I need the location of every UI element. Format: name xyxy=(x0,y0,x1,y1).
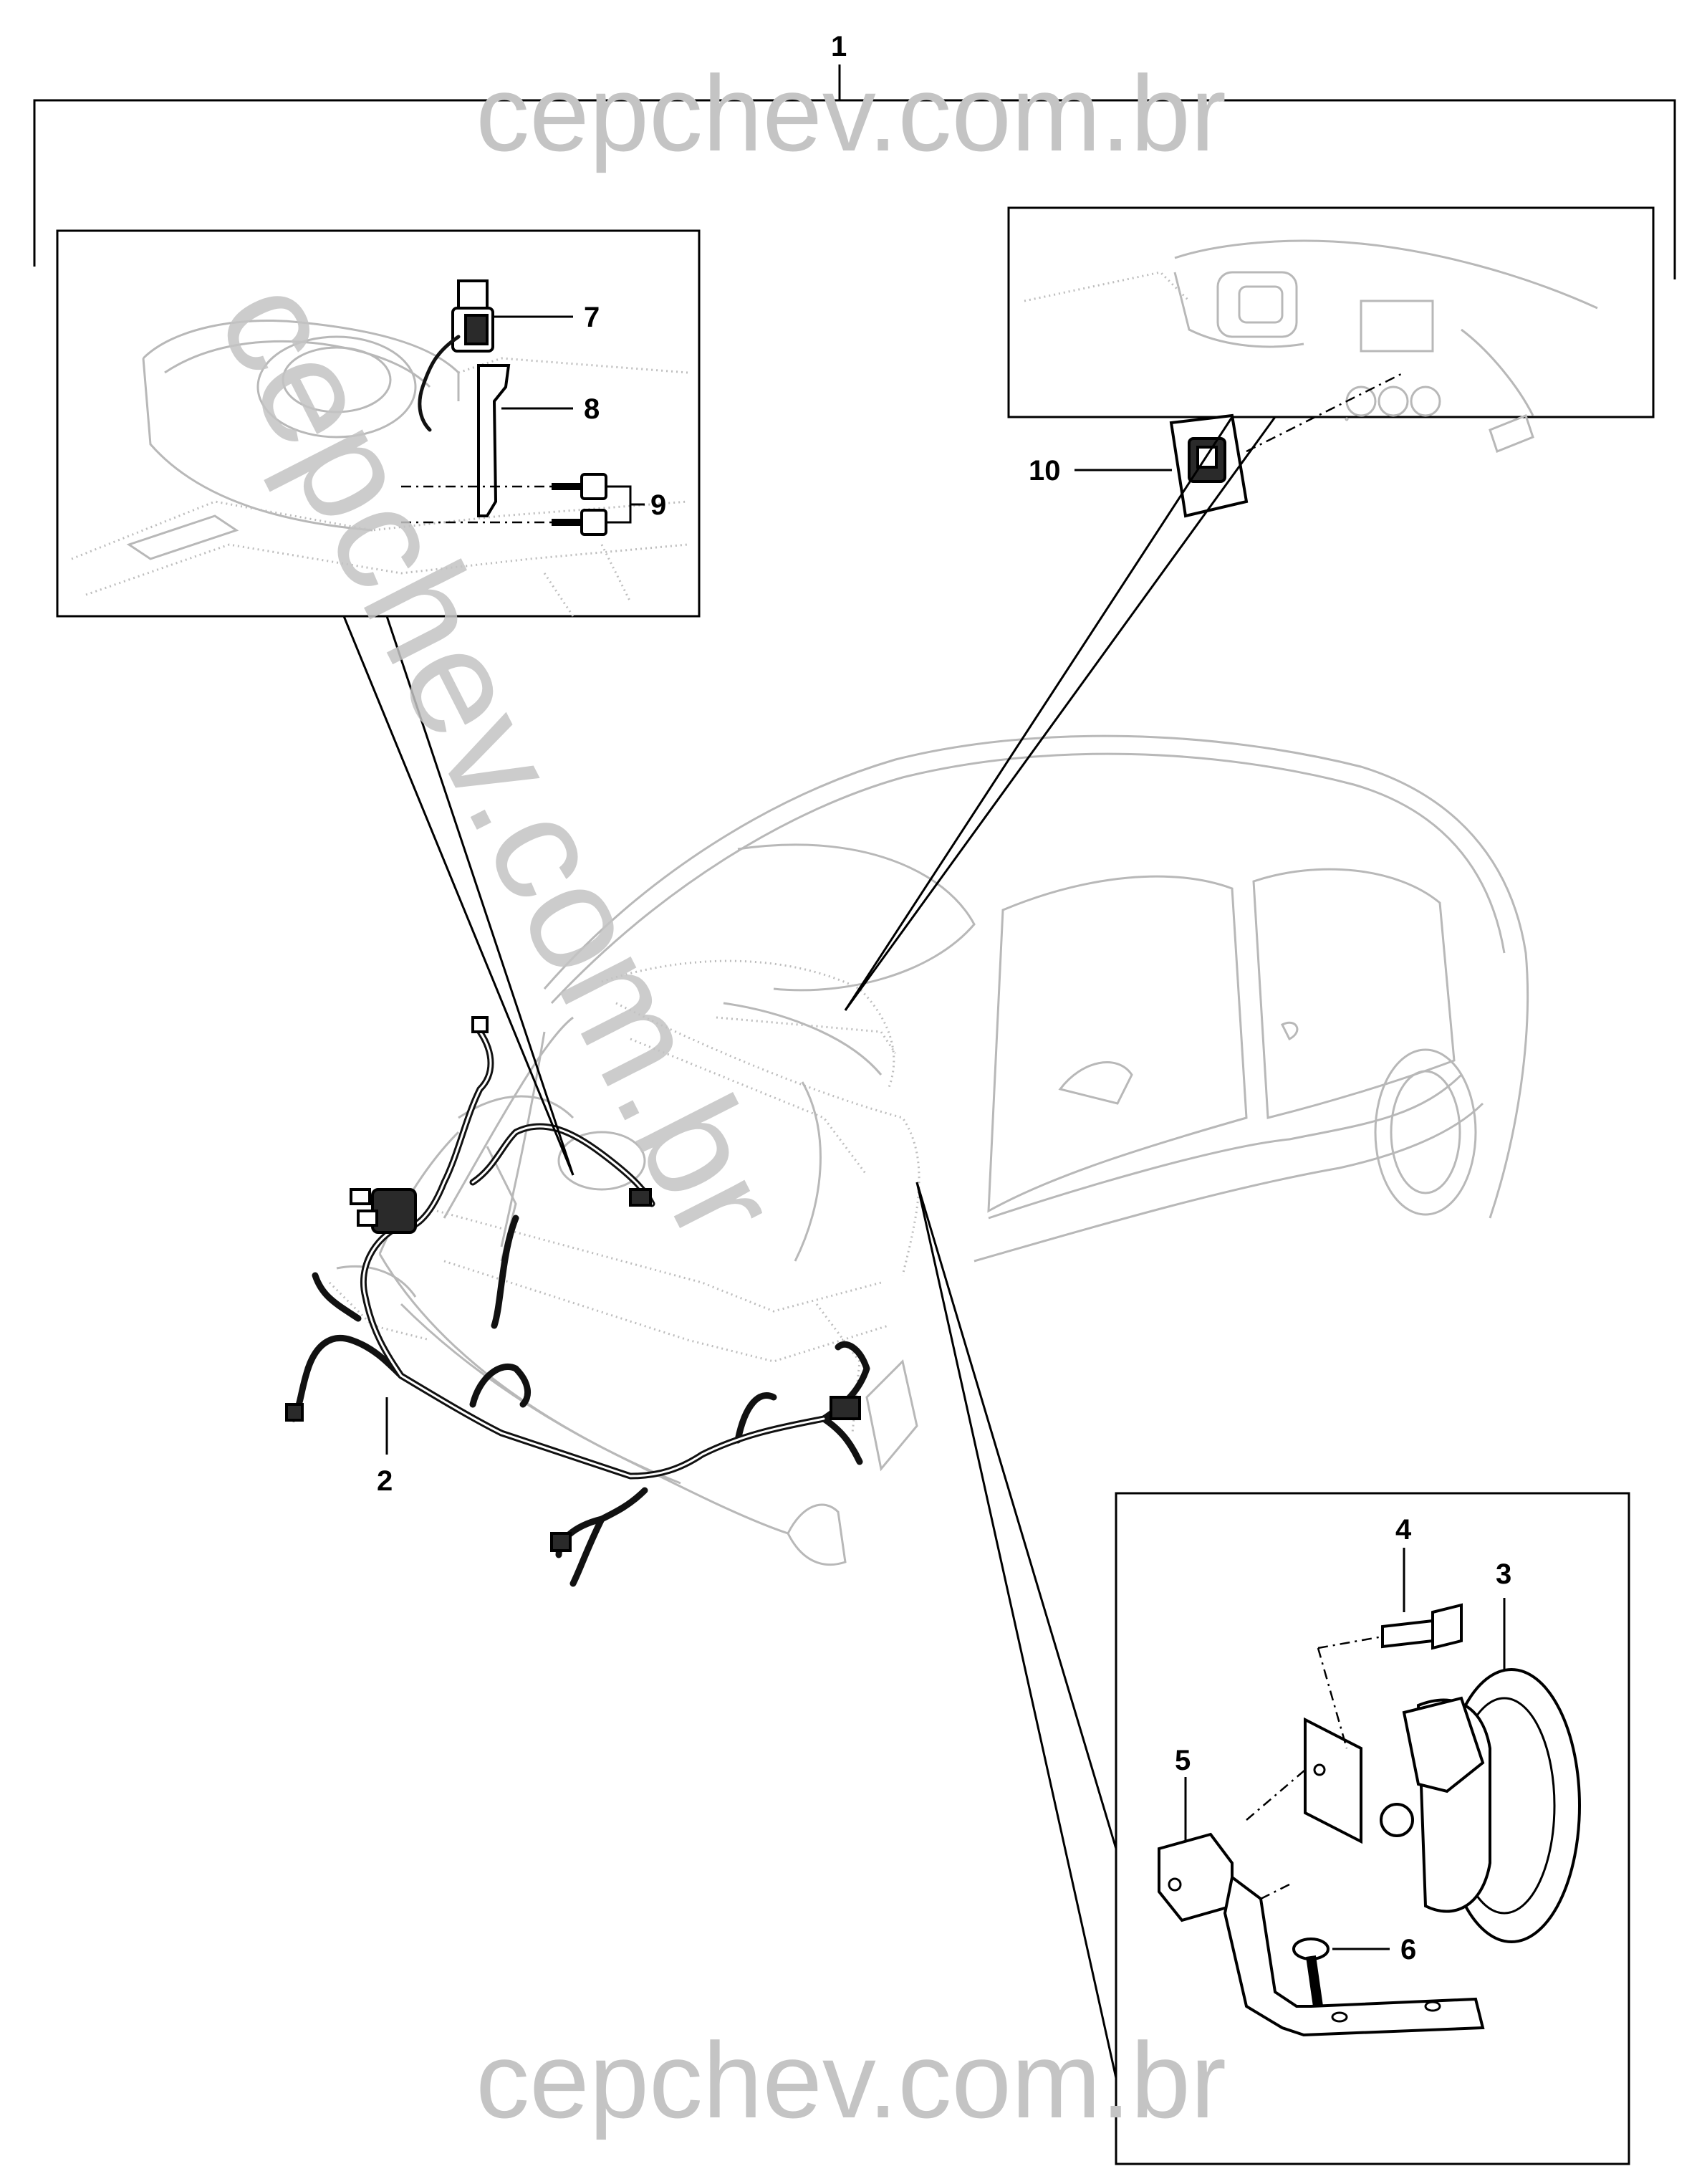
bolt-part-4 xyxy=(1381,1603,1463,1650)
callout-3: 3 xyxy=(1496,1558,1511,1590)
inset-leaders xyxy=(342,416,1276,2079)
inset-dashboard-switch xyxy=(1007,206,1655,518)
callout-6: 6 xyxy=(1400,1934,1416,1965)
watermark-bottom: cepchev.com.br xyxy=(476,2020,1226,2140)
screw-part-6 xyxy=(1292,1938,1330,2007)
watermark-diagonal: cepchev.com.br xyxy=(186,254,813,1267)
callout-2: 2 xyxy=(377,1465,393,1497)
screw-upper xyxy=(552,473,607,500)
callout-7: 7 xyxy=(584,302,600,333)
inset-horn xyxy=(1115,1492,1630,2165)
callout-10: 10 xyxy=(1029,455,1061,487)
screw-lower xyxy=(552,509,607,536)
callout-9: 9 xyxy=(650,489,666,521)
inset-brake-switch xyxy=(56,229,701,618)
wiring-harness xyxy=(285,1016,870,1587)
callout-4: 4 xyxy=(1395,1514,1412,1546)
callout-5: 5 xyxy=(1175,1745,1191,1776)
assembly-bracket xyxy=(33,64,1676,279)
watermark-top: cepchev.com.br xyxy=(476,53,1226,173)
callout-1: 1 xyxy=(831,31,847,62)
callout-8: 8 xyxy=(584,393,600,425)
car-body-outline xyxy=(328,734,1529,1566)
